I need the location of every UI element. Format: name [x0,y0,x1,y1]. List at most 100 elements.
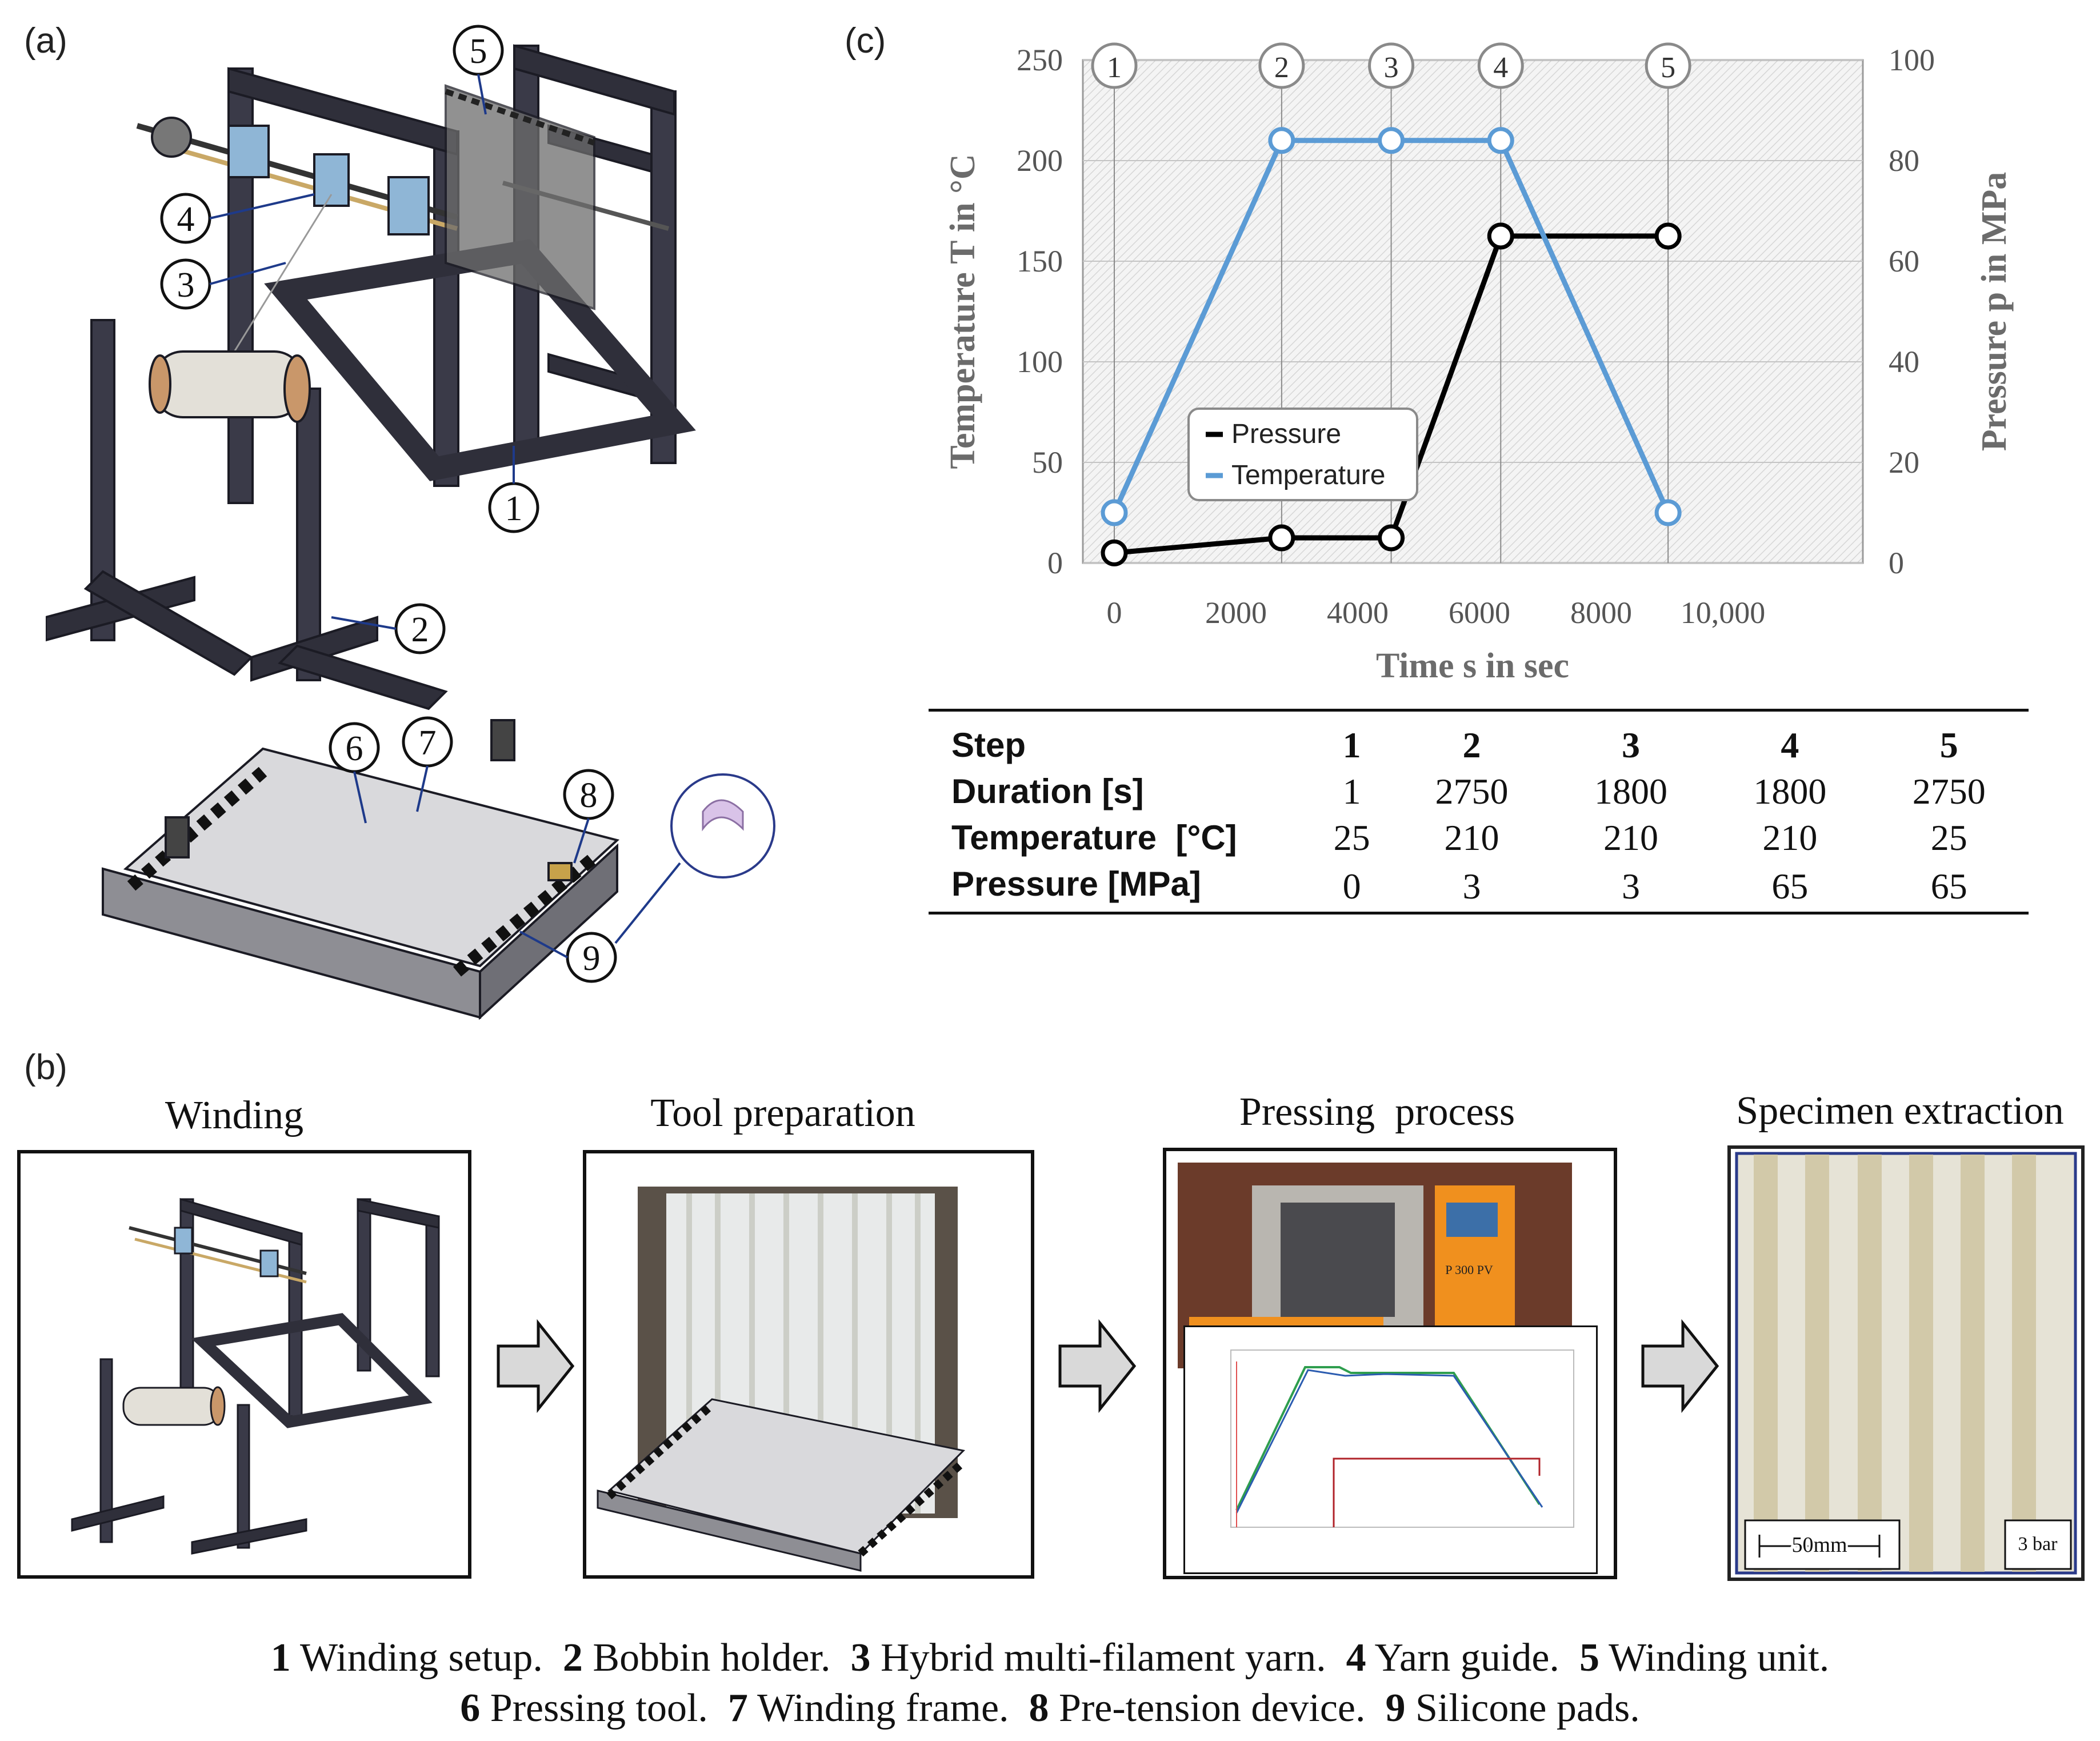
table-cell: 3 [1462,865,1481,907]
callout-1: 1 [505,489,523,528]
y-right-tick-label: 60 [1889,244,1919,278]
caption-line-2: 6 Pressing tool. 7 Winding frame. 8 Pre-… [0,1684,2100,1733]
chart-series [1101,127,1682,566]
scale-bar-label: 50mm [1791,1533,1847,1557]
callout-4: 4 [177,200,195,239]
caption-text: Pre-tension device. [1049,1686,1386,1730]
table-cell: 2750 [1435,770,1509,812]
process-arrow [1641,1319,1719,1413]
table-cell: 210 [1603,817,1658,858]
caption-text: Yarn guide. [1366,1636,1579,1680]
pressure-label: 3 bar [2018,1534,2058,1555]
caption-num: 2 [562,1636,583,1680]
table-row-label: Duration [s] [951,772,1144,810]
table-cell: 3 [1621,865,1640,907]
series-point-temperature [1101,499,1128,526]
pre-tension-device [547,862,573,881]
caption-text: Winding unit. [1599,1636,1830,1680]
yarn-guide-block [227,125,270,178]
y-right-tick-label: 100 [1889,43,1935,77]
caption-num: 8 [1029,1686,1049,1730]
table-header: 4 [1781,724,1799,765]
specimen-photo: 50mm 3 bar [1731,1149,2081,1578]
table-cell: 1 [1342,770,1361,812]
legend-box [1187,408,1418,501]
holder-foot [83,570,254,676]
table-cell: 2750 [1912,770,1986,812]
table-header: 5 [1939,724,1958,765]
caption-text: Winding setup. [290,1636,563,1680]
caption-num: 4 [1346,1636,1366,1680]
callout-5: 5 [470,32,487,71]
y-left-tick-label: 150 [1017,244,1063,278]
caption-text: Pressing tool. [480,1686,728,1730]
callout-2: 2 [411,610,429,649]
y-left-tick-label: 200 [1017,143,1063,178]
winding-unit-chain [445,89,595,146]
stage-title-pressing-process: Pressing process [1239,1090,1515,1134]
caption-num: 7 [727,1686,748,1730]
series-point-temperature [1268,127,1295,154]
table-row: Temperature [°C] 25 210 210 210 25 [929,814,2029,861]
callout-3: 3 [177,266,195,305]
y-right-tick-label: 0 [1889,546,1904,580]
winding-frame-end [479,843,618,1020]
stage-title-winding: Winding [165,1093,304,1137]
x-tick-label: 8000 [1570,596,1632,630]
table-header: 1 [1342,724,1361,765]
table-header-row: Step 1 2 3 4 5 [929,722,2029,768]
panel-label-c: (c) [845,21,886,61]
winding-setup-illustration: 5 4 3 1 2 6 7 8 9 [46,25,775,1020]
panel-label-b: (b) [24,1048,67,1087]
y-right-tick-label: 20 [1889,445,1919,480]
panel-label-a: (a) [24,21,67,61]
table-row-label: Temperature [°C] [951,818,1237,857]
step-marker-label: 2 [1274,51,1289,84]
stage-pressing-process-image: P 300 PV [1163,1148,1617,1579]
frame-beam [513,44,675,116]
process-arrow [497,1319,575,1413]
series-point-pressure [1268,524,1295,552]
y-left-tick-label: 0 [1047,546,1063,580]
callout-7: 7 [419,724,437,762]
table-cell: 65 [1771,865,1809,907]
caption-num: 6 [460,1686,481,1730]
stage-specimen-extraction-image: 50mm 3 bar [1727,1145,2085,1581]
stage-title-specimen-extraction: Specimen extraction [1736,1089,2064,1133]
table-cell: 210 [1762,817,1818,858]
process-arrow [1058,1319,1137,1413]
table-header: 3 [1621,724,1640,765]
step-marker-label: 1 [1107,51,1122,84]
x-tick-label: 4000 [1327,596,1389,630]
y-left-tick-label: 100 [1017,345,1063,379]
step-marker-label: 4 [1493,51,1508,84]
y-left-tick-label: 50 [1032,445,1063,480]
table-cell: 0 [1342,865,1361,907]
press-label: P 300 PV [1445,1263,1493,1277]
table-cell: 210 [1444,817,1499,858]
bobbin-flange [149,354,171,414]
caption-text: Silicone pads. [1405,1686,1640,1730]
table-cell: 1800 [1753,770,1827,812]
series-point-pressure [1654,222,1682,250]
caption-text: Hybrid multi-filament yarn. [870,1636,1346,1680]
caption-num: 1 [270,1636,291,1680]
step-marker-label: 3 [1384,51,1399,84]
series-point-temperature [1487,127,1514,154]
series-point-pressure [1487,222,1514,250]
x-tick-label: 6000 [1449,596,1510,630]
table-header-step: Step [951,726,1026,764]
y-left-tick-label: 250 [1017,43,1063,77]
callout-8: 8 [580,776,598,815]
series-point-temperature [1378,127,1405,154]
y-right-tick-label: 80 [1889,143,1919,178]
series-point-pressure [1101,539,1128,566]
process-table: Step 1 2 3 4 5 Duration [s] 1 2750 1800 … [929,709,2029,915]
frame-base [264,239,696,481]
table-cell: 25 [1930,817,1967,858]
silicone-pad-detail-circle [670,773,775,879]
yarn-guide-block [313,153,350,207]
step-marker-circle [1477,42,1524,89]
